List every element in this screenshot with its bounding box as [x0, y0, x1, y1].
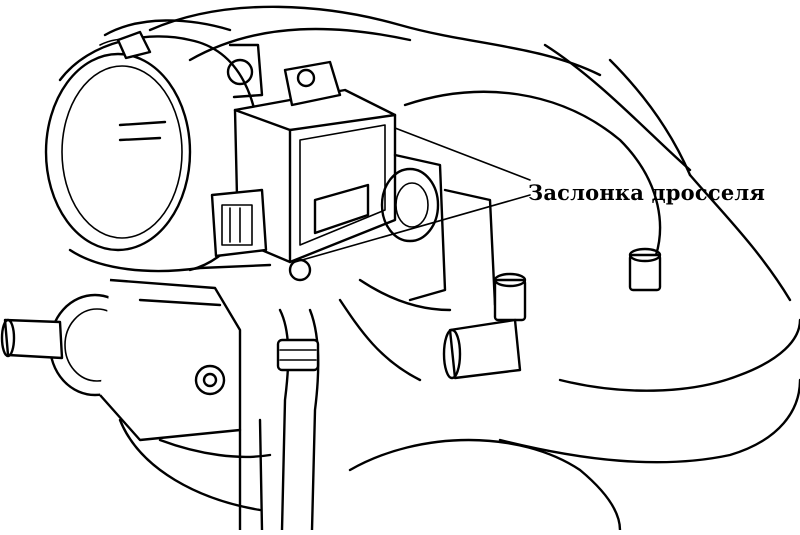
throttle-position-sensor [210, 60, 397, 282]
callout-leader-lines [294, 127, 531, 263]
throttle-bore [44, 19, 264, 272]
manifold-fittings [338, 247, 662, 382]
idle-air-control-valve [0, 278, 272, 512]
intake-plenum [148, 5, 800, 532]
throttle-valve-label: Заслонка дросселя [528, 180, 766, 205]
throttle-flange [68, 153, 497, 307]
coolant-hoses [238, 308, 320, 532]
